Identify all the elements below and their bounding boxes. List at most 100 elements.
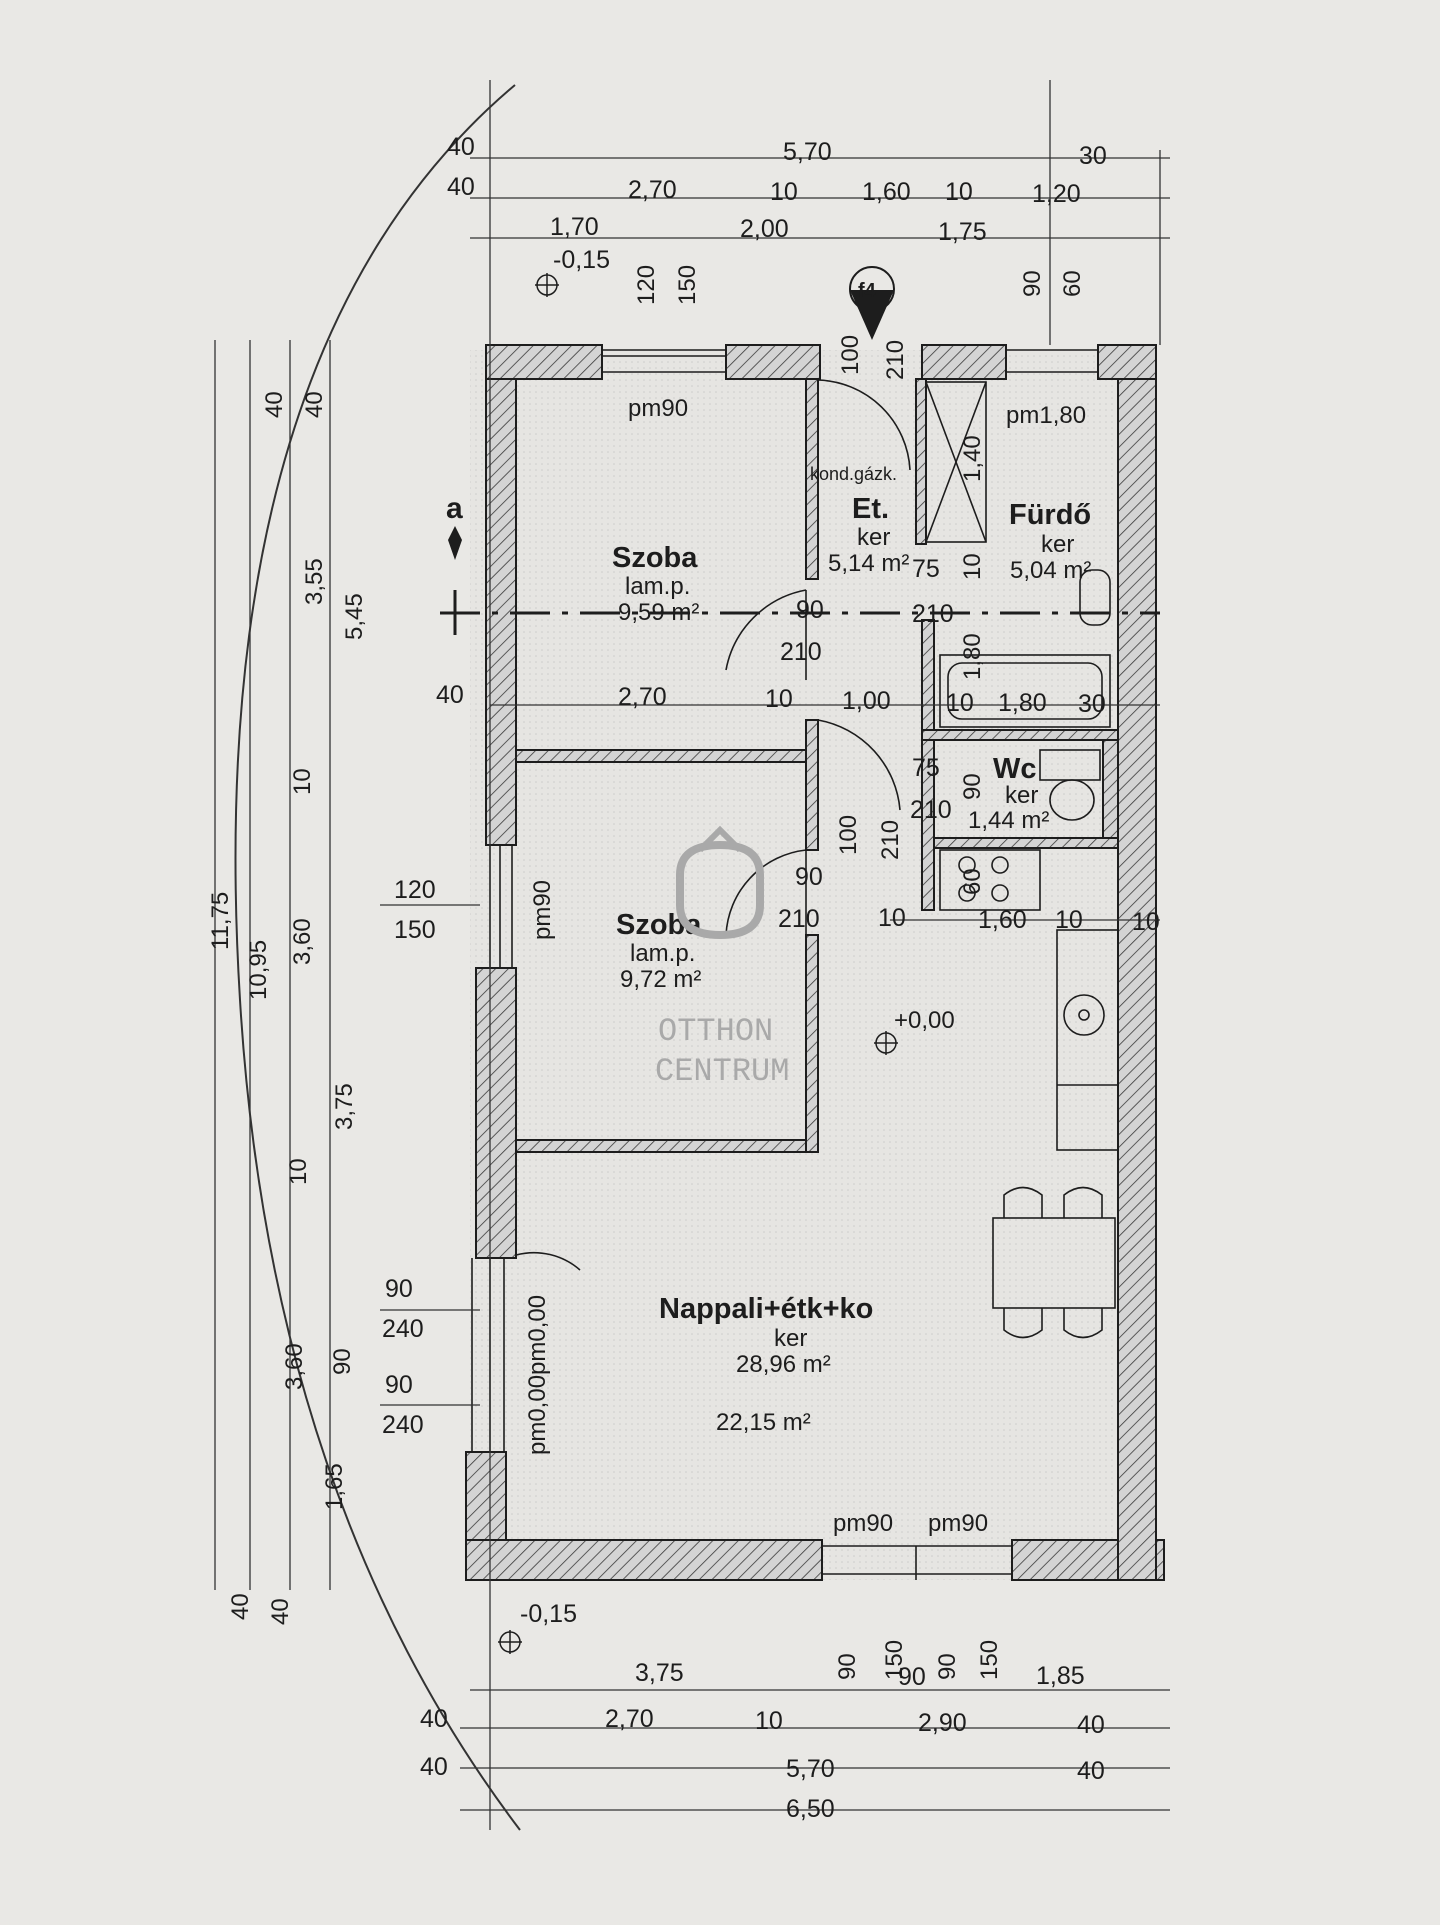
room-szoba1-window: pm90 (628, 395, 688, 422)
dim-left-b-3: 40 (267, 1598, 294, 1625)
dim-door-b-90: 90 (795, 863, 823, 891)
dim-wc-210: 210 (910, 796, 952, 824)
room-nappali-floor: ker (774, 1325, 807, 1352)
room-et-floor: ker (857, 524, 890, 551)
dim-bottom-row2-d: 2,90 (918, 1709, 967, 1737)
dim-window-bot-90: 90 (385, 1371, 413, 1399)
room-szoba2-floor: lam.p. (630, 940, 695, 967)
watermark-line1: OTTHON (658, 1013, 773, 1050)
room-szoba1-floor: lam.p. (625, 573, 690, 600)
dim-bottom-row2-b: 2,70 (605, 1705, 654, 1733)
room-wc-area: 1,44 m² (968, 807, 1049, 834)
dim-top-row3-c: 1,75 (938, 218, 987, 246)
door-swings (515, 379, 911, 1271)
dim-window-bot-240: 240 (382, 1411, 424, 1439)
dim-left-a-6: 1,65 (321, 1463, 348, 1510)
dim-et-180: 1,80 (959, 633, 986, 680)
dim-inner-a-5: 30 (1078, 690, 1106, 718)
dim-door-a-210: 210 (780, 638, 822, 666)
site-arc (234, 84, 521, 1831)
dim-left-mid-90: 90 (329, 1348, 356, 1375)
dim-top-row2-a: 40 (447, 173, 475, 201)
dim-et-210: 210 (912, 600, 954, 628)
dim-top-row1-a: 40 (447, 133, 475, 161)
dim-top-row2-d: 1,60 (862, 178, 911, 206)
section-arrow (448, 526, 462, 560)
otthon-centrum-logo: OTTHON CENTRUM (655, 825, 789, 1090)
dim-left-second-total: 10,95 (245, 940, 272, 1000)
dim-et-75: 75 (912, 555, 940, 583)
dim-inner-b-3: 10 (1132, 908, 1160, 936)
marker-f4: f4 (849, 266, 895, 340)
level-center: +0,00 (894, 1007, 955, 1034)
watermark-line2: CENTRUM (655, 1053, 789, 1090)
dim-left-outer-total: 11,75 (207, 892, 234, 950)
level-symbols (498, 273, 898, 1654)
room-wc-floor: ker (1005, 782, 1038, 809)
dimension-lines (214, 80, 1170, 1830)
dim-wc-75: 75 (912, 754, 940, 782)
room-wc-name: Wc (993, 753, 1037, 785)
exterior-walls (465, 344, 1165, 1581)
room-et-note: kond.gázk. (810, 464, 897, 484)
dim-kitchen-60: 60 (959, 868, 986, 895)
dim-bottom-row3-b: 5,70 (786, 1755, 835, 1783)
dim-window-top-120: 120 (394, 876, 436, 904)
dim-door-a-90: 90 (796, 596, 824, 624)
dim-hall-210: 210 (877, 820, 904, 860)
room-et-name: Et. (852, 493, 889, 525)
dim-left-a-2: 10 (289, 768, 316, 795)
dim-bottom-row2-a: 40 (420, 1705, 448, 1733)
dim-top-v-60: 60 (1059, 270, 1086, 297)
interior-walls (515, 378, 1119, 1153)
dim-inner-b-2: 10 (1055, 906, 1083, 934)
dim-bottom-row2-e: 40 (1077, 1711, 1105, 1739)
dim-et-10: 10 (959, 553, 986, 580)
dim-top-row2-f: 1,20 (1032, 180, 1081, 208)
room-furdo-area: 5,04 m² (1010, 557, 1091, 584)
dim-top-row2-e: 10 (945, 178, 973, 206)
dim-top-v-150: 150 (674, 265, 701, 305)
room-furdo-name: Fürdő (1009, 499, 1091, 531)
room-furdo-window: pm1,80 (1006, 402, 1086, 429)
dim-bottom-v-90c: 90 (934, 1653, 961, 1680)
room-nappali-window-bottom-2: pm90 (928, 1510, 988, 1537)
dim-top-row2-c: 10 (770, 178, 798, 206)
dim-bottom-row1-a: 3,75 (635, 1659, 684, 1687)
dim-bottom-row1-b: 1,85 (1036, 1662, 1085, 1690)
marker-label: f4 (858, 280, 877, 302)
dim-top-row2-b: 2,70 (628, 176, 677, 204)
dim-bottom-v-90b: 90 (898, 1663, 926, 1691)
dim-top-v-210: 210 (882, 340, 909, 380)
dim-window-mid-90: 90 (385, 1275, 413, 1303)
dim-left-a-1: 3,55 (301, 558, 328, 605)
dim-hall-100: 100 (835, 815, 862, 855)
dim-bottom-v-90a: 90 (834, 1653, 861, 1680)
dim-left-a-0: 40 (261, 391, 288, 418)
dim-top-v-90: 90 (1019, 270, 1046, 297)
room-szoba2-window: pm90 (529, 880, 556, 940)
room-szoba1-area: 9,59 m² (618, 599, 699, 626)
dim-window-top-150: 150 (394, 916, 436, 944)
dim-bottom-total: 6,50 (786, 1795, 835, 1823)
dim-left-a-7: 40 (227, 1593, 254, 1620)
dim-door-b-210: 210 (778, 905, 820, 933)
dim-left-b-1: 5,45 (341, 593, 368, 640)
dim-inner-a-2: 1,00 (842, 687, 891, 715)
dim-inner-a-3: 10 (946, 689, 974, 717)
dim-inner-b-1: 1,60 (978, 906, 1027, 934)
dim-top-row3-b: 2,00 (740, 215, 789, 243)
dim-inner-a-4: 1,80 (998, 689, 1047, 717)
dim-vent-140: 1,40 (959, 435, 986, 482)
room-nappali-area: 28,96 m² (736, 1351, 831, 1378)
room-szoba1-name: Szoba (612, 542, 698, 574)
dim-top-row3-a: 1,70 (550, 213, 599, 241)
dim-inner-a-1: 10 (765, 685, 793, 713)
dim-top-v-120: 120 (633, 265, 660, 305)
room-nappali-area2: 22,15 m² (716, 1409, 811, 1436)
dim-inner-b-0: 10 (878, 904, 906, 932)
level-top: -0,15 (553, 246, 610, 274)
dim-bottom-row3-c: 40 (1077, 1757, 1105, 1785)
